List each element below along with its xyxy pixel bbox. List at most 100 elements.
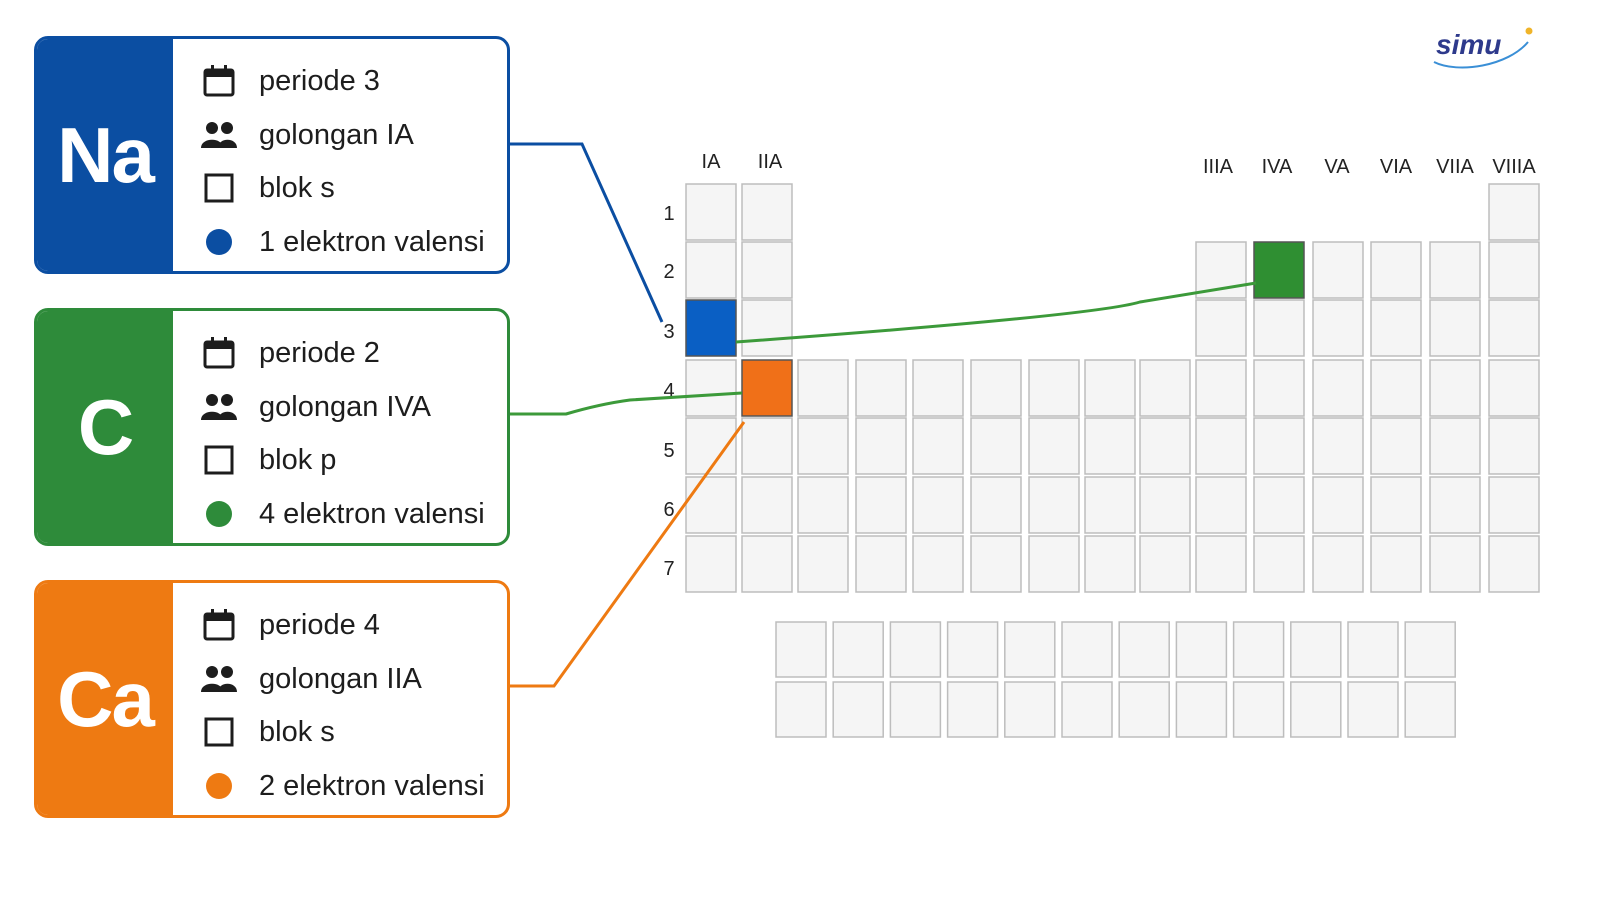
- table-cell: [855, 359, 907, 417]
- info-row-period: periode 2: [201, 333, 380, 373]
- table-cell: [912, 359, 964, 417]
- f-block-cell: [1175, 621, 1228, 678]
- block-text: blok s: [259, 715, 335, 748]
- table-cell: [1429, 299, 1481, 357]
- element-symbol: C: [37, 311, 173, 543]
- table-cell: [1312, 417, 1364, 475]
- f-block-cell: [1347, 621, 1399, 678]
- table-cell: [1488, 476, 1540, 534]
- dot-icon: [201, 768, 237, 804]
- table-cell: [1195, 359, 1247, 417]
- group-label-viiia: VIIIA: [1492, 156, 1536, 178]
- table-cell: [1084, 359, 1136, 417]
- table-cell: [741, 299, 793, 357]
- group-label-ia: IA: [702, 151, 722, 173]
- calendar-icon: [201, 63, 237, 99]
- info-row-group: golongan IIA: [201, 659, 422, 699]
- f-block-cell: [889, 681, 942, 738]
- square-icon: [201, 714, 237, 750]
- table-cell: [1429, 359, 1481, 417]
- table-cell: [1084, 476, 1136, 534]
- table-cell: [1370, 241, 1422, 299]
- table-cell: [741, 183, 793, 241]
- group-text: golongan IA: [259, 118, 414, 151]
- f-block-cell: [946, 621, 999, 678]
- valence-text: 2 elektron valensi: [259, 769, 485, 802]
- info-row-block: blok p: [201, 440, 336, 480]
- period-label-5: 5: [663, 440, 674, 462]
- table-cell: [1488, 299, 1540, 357]
- table-cell: [970, 359, 1022, 417]
- logo-text: simu: [1436, 29, 1501, 60]
- table-cell: [1084, 535, 1136, 593]
- element-card-c: C periode 2 golongan IVA blok p 4 elektr…: [34, 308, 510, 546]
- table-cell: [1195, 535, 1247, 593]
- table-cell: [797, 535, 849, 593]
- table-cell: [855, 535, 907, 593]
- table-cell: [797, 476, 849, 534]
- calendar-icon: [201, 335, 237, 371]
- group-label-via: VIA: [1380, 156, 1413, 178]
- table-cell: [1253, 535, 1305, 593]
- table-cell: [970, 476, 1022, 534]
- table-cell: [1195, 417, 1247, 475]
- table-cell: [1429, 535, 1481, 593]
- table-cell: [685, 241, 737, 299]
- table-cell: [970, 535, 1022, 593]
- info-row-block: blok s: [201, 712, 335, 752]
- f-block-cell: [1290, 621, 1342, 678]
- table-cell: [855, 476, 907, 534]
- table-cell: [1370, 535, 1422, 593]
- group-label-iia: IIA: [758, 151, 783, 173]
- table-cell: [797, 417, 849, 475]
- table-cell: [1084, 417, 1136, 475]
- dot-icon: [201, 496, 237, 532]
- period-label-4: 4: [663, 380, 674, 402]
- table-cell: [685, 417, 737, 475]
- highlighted-cell-c: [1253, 241, 1305, 299]
- people-icon: [201, 661, 237, 697]
- calendar-icon: [201, 607, 237, 643]
- table-cell: [1312, 299, 1364, 357]
- block-text: blok s: [259, 171, 335, 204]
- f-block-cell: [1175, 681, 1228, 738]
- info-row-group: golongan IVA: [201, 387, 431, 427]
- table-cell: [685, 476, 737, 534]
- table-cell: [1429, 241, 1481, 299]
- table-cell: [1488, 417, 1540, 475]
- element-symbol: Ca: [37, 583, 173, 815]
- f-block-cell: [1004, 681, 1056, 738]
- table-cell: [1253, 417, 1305, 475]
- table-cell: [1370, 359, 1422, 417]
- table-cell: [1488, 241, 1540, 299]
- period-text: periode 3: [259, 64, 380, 97]
- table-cell: [797, 359, 849, 417]
- table-cell: [1253, 359, 1305, 417]
- highlighted-cell-na: [685, 299, 737, 357]
- group-label-va: VA: [1324, 156, 1350, 178]
- people-icon: [201, 389, 237, 425]
- table-cell: [1028, 476, 1080, 534]
- element-symbol: Na: [37, 39, 173, 271]
- table-cell: [741, 535, 793, 593]
- simu-logo: simu: [1433, 27, 1533, 69]
- table-cell: [741, 241, 793, 299]
- table-cell: [1195, 241, 1247, 299]
- period-label-6: 6: [663, 499, 674, 521]
- table-cell: [1312, 241, 1364, 299]
- square-icon: [201, 442, 237, 478]
- period-label-2: 2: [663, 261, 674, 283]
- element-card-ca: Ca periode 4 golongan IIA blok s 2 elekt…: [34, 580, 510, 818]
- f-block-cell: [1118, 681, 1170, 738]
- table-cell: [912, 417, 964, 475]
- f-block-cell: [1232, 621, 1285, 678]
- group-text: golongan IIA: [259, 662, 422, 695]
- f-block-cell: [1061, 681, 1113, 738]
- f-block-cell: [1004, 621, 1056, 678]
- f-block-cell: [1290, 681, 1342, 738]
- info-row-block: blok s: [201, 168, 335, 208]
- table-cell: [970, 417, 1022, 475]
- table-cell: [1139, 417, 1191, 475]
- info-row-group: golongan IA: [201, 115, 414, 155]
- table-cell: [685, 359, 737, 417]
